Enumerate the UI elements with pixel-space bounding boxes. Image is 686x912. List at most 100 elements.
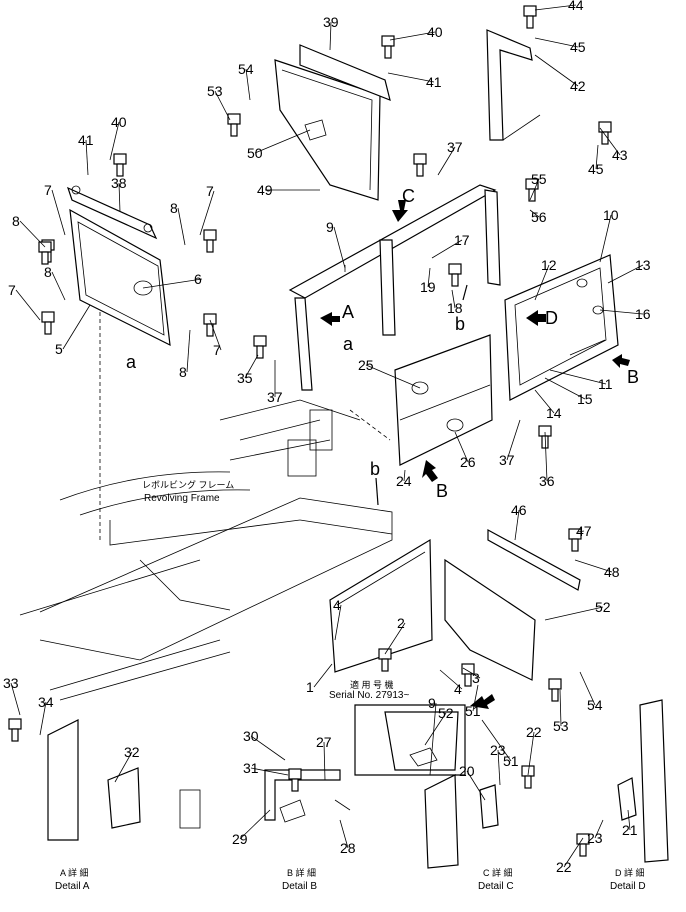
bolt-icon — [448, 263, 462, 287]
leader-line — [462, 667, 481, 679]
ref-letter-a-left: a — [126, 352, 137, 372]
part-callout-38: 38 — [111, 175, 127, 191]
bolt-icon — [548, 678, 562, 702]
leader-line — [594, 819, 604, 839]
part-callout-22: 22 — [526, 724, 542, 740]
part-callout-3: 3 — [472, 670, 480, 686]
part-callout-5: 5 — [55, 341, 63, 357]
detail-b-label-en: Detail B — [282, 881, 317, 892]
part-callout-54: 54 — [238, 61, 254, 77]
leader-line — [62, 304, 91, 350]
part-callout-44: 44 — [568, 0, 584, 13]
part-callout-37: 37 — [447, 139, 463, 155]
lower-cover-52 — [444, 528, 581, 681]
leader-line — [186, 329, 191, 373]
view-letter-c: C — [402, 186, 415, 206]
revolving-frame — [19, 310, 393, 701]
leader-line — [429, 702, 437, 776]
bolt-icon — [461, 663, 475, 687]
leader-line — [599, 309, 644, 315]
leader-line — [313, 663, 333, 688]
part-callout-8: 8 — [44, 264, 52, 280]
part-callout-14: 14 — [546, 405, 562, 421]
leader-line — [534, 37, 579, 48]
revolving-frame-label-jp: レボルビング フレーム — [142, 479, 234, 490]
leader-line — [549, 369, 607, 385]
serial-label-jp: 適 用 号 機 — [350, 679, 394, 690]
part-callout-56: 56 — [531, 209, 547, 225]
part-callout-25: 25 — [358, 357, 374, 373]
part-callout-35: 35 — [237, 370, 253, 386]
part-callout-33: 33 — [3, 675, 19, 691]
leader-line — [563, 837, 584, 868]
bolt-icon — [381, 35, 395, 59]
part-callout-18: 18 — [447, 300, 463, 316]
leader-line — [389, 31, 436, 41]
leader-line — [403, 469, 406, 482]
lower-cover-24 — [394, 334, 493, 466]
leader-line — [534, 4, 577, 11]
part-callout-17: 17 — [454, 232, 470, 248]
part-callout-49: 49 — [257, 182, 273, 198]
leader-line — [437, 146, 456, 176]
leader-line — [114, 751, 133, 783]
leader-line — [544, 606, 604, 621]
part-callout-40: 40 — [427, 24, 443, 40]
bolt-icon — [203, 229, 217, 253]
view-arrow-c: C — [392, 186, 415, 222]
leader-line — [599, 127, 621, 156]
part-callout-16: 16 — [635, 306, 651, 322]
bolt-icon — [41, 311, 55, 335]
part-callout-32: 32 — [124, 744, 140, 760]
part-callout-41: 41 — [78, 132, 94, 148]
leader-line — [245, 68, 251, 101]
leader-line — [384, 622, 406, 655]
leader-line — [51, 189, 66, 236]
part-callout-8: 8 — [170, 200, 178, 216]
view-letter-d: D — [545, 308, 558, 328]
bolt-icon — [378, 648, 392, 672]
part-callout-42: 42 — [570, 78, 586, 94]
leader-line — [534, 264, 550, 301]
part-callout-48: 48 — [604, 564, 620, 580]
leader-line — [118, 182, 121, 213]
leader-line — [427, 267, 431, 288]
part-callout-9: 9 — [428, 695, 436, 711]
bolt-layer — [8, 5, 612, 857]
part-callout-2: 2 — [397, 615, 405, 631]
part-callout-37: 37 — [267, 389, 283, 405]
detail-d-parts — [617, 699, 669, 863]
leader-line — [329, 21, 332, 51]
leader-line — [544, 431, 548, 482]
part-callout-1: 1 — [306, 679, 314, 695]
leader-line — [497, 749, 501, 786]
bolt-icon — [113, 153, 127, 177]
leader-line — [10, 682, 21, 716]
leader-line — [431, 239, 463, 259]
leader-line — [481, 719, 512, 762]
part-callout-41: 41 — [426, 74, 442, 90]
leader-line — [439, 669, 463, 690]
leader-line — [244, 354, 259, 379]
part-callout-52: 52 — [438, 705, 454, 721]
lower-cover-1 — [329, 538, 433, 673]
leader-line — [599, 214, 612, 263]
bolt-icon — [203, 313, 217, 337]
part-callout-23: 23 — [587, 830, 603, 846]
detail-c-parts — [354, 704, 499, 869]
leader-line — [579, 671, 596, 706]
leader-line — [527, 731, 535, 776]
part-callout-54: 54 — [587, 697, 603, 713]
leader-line — [333, 226, 346, 269]
detail-a-parts — [47, 719, 201, 841]
view-letter-a: A — [342, 302, 354, 322]
leader-line — [15, 289, 41, 321]
detail-d-label-en: Detail D — [610, 881, 646, 892]
ref-letter-a-center: a — [343, 334, 354, 354]
part-callout-7: 7 — [8, 282, 16, 298]
bolt-icon — [413, 153, 427, 177]
part-callout-7: 7 — [213, 342, 221, 358]
leader-line — [607, 264, 644, 284]
part-callout-23: 23 — [490, 742, 506, 758]
